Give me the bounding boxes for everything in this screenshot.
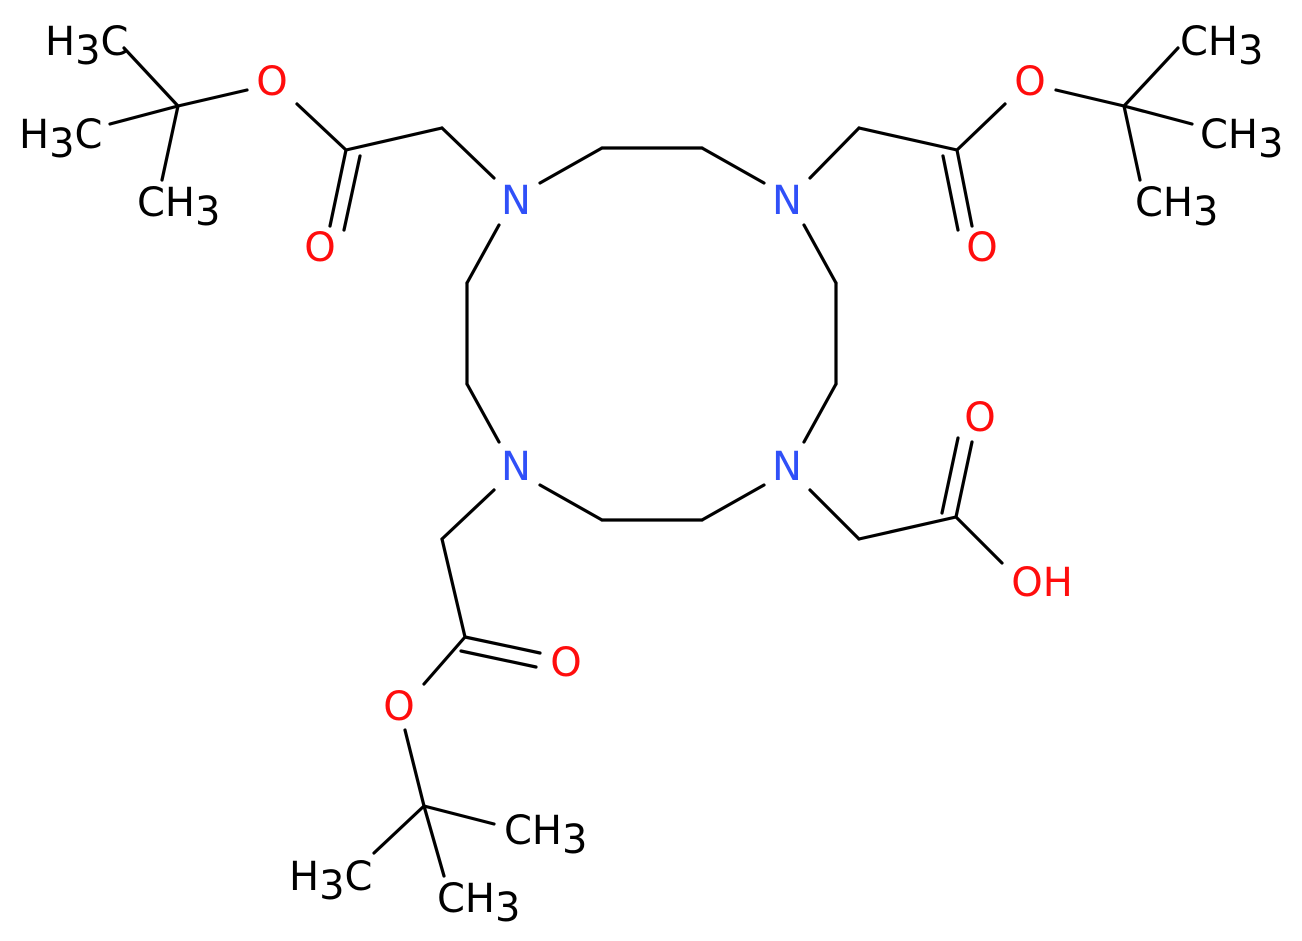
bond bbox=[941, 154, 960, 232]
bond bbox=[700, 146, 766, 185]
bond bbox=[176, 88, 249, 108]
bond bbox=[700, 483, 766, 522]
bond bbox=[940, 436, 960, 515]
bond bbox=[328, 148, 348, 228]
bond bbox=[954, 440, 974, 519]
bond bbox=[108, 104, 180, 126]
nitrogen-atom: N bbox=[501, 178, 531, 224]
bond bbox=[465, 223, 501, 285]
bond bbox=[802, 382, 838, 444]
nitrogen-atom: N bbox=[501, 444, 531, 490]
methyl-group: CH3 bbox=[1135, 180, 1218, 235]
methyl-group: CH3 bbox=[1200, 112, 1283, 167]
oxygen-atom: O bbox=[966, 225, 997, 271]
bond bbox=[342, 154, 362, 232]
bond bbox=[808, 488, 861, 541]
bond bbox=[295, 102, 348, 152]
bond bbox=[1054, 88, 1126, 108]
bond bbox=[538, 146, 604, 185]
methyl-group: CH3 bbox=[1180, 19, 1263, 74]
nitrogen-atom: N bbox=[772, 444, 802, 490]
bond bbox=[857, 126, 959, 152]
bond bbox=[955, 102, 1007, 152]
bond bbox=[344, 126, 444, 152]
bond bbox=[422, 635, 467, 686]
methyl-group: H3C bbox=[19, 112, 102, 167]
bond bbox=[440, 126, 496, 180]
bond bbox=[1122, 104, 1142, 182]
bond bbox=[808, 126, 861, 180]
bond bbox=[440, 488, 496, 541]
bond bbox=[802, 223, 838, 285]
oxygen-atom: O bbox=[304, 225, 335, 271]
bond bbox=[160, 104, 180, 182]
atom-labels: N N N N O O O O O O O OH H3C H3C CH3 CH3… bbox=[19, 19, 1283, 931]
bond bbox=[1122, 46, 1180, 108]
bond bbox=[954, 515, 1004, 565]
oxygen-atom: O bbox=[550, 640, 581, 686]
oxygen-atom: O bbox=[383, 684, 414, 730]
bond bbox=[403, 728, 426, 808]
bond bbox=[459, 649, 538, 669]
bond bbox=[463, 635, 542, 655]
oxygen-atom: O bbox=[256, 59, 287, 105]
methyl-group: H3C bbox=[289, 854, 372, 909]
bond bbox=[1122, 104, 1194, 126]
methyl-group: CH3 bbox=[437, 876, 520, 931]
oxygen-atom: O bbox=[964, 395, 995, 441]
oxygen-atom: O bbox=[1014, 59, 1045, 105]
bond bbox=[440, 537, 467, 639]
bond bbox=[122, 46, 180, 108]
bond bbox=[465, 382, 501, 444]
methyl-group: H3C bbox=[45, 19, 128, 74]
bonds bbox=[108, 46, 1194, 878]
hydroxyl-group: OH bbox=[1011, 560, 1073, 606]
bond bbox=[955, 148, 974, 228]
methyl-group: CH3 bbox=[137, 180, 220, 235]
methyl-group: CH3 bbox=[504, 808, 587, 863]
bond bbox=[422, 804, 446, 878]
bond bbox=[372, 804, 426, 855]
bond bbox=[857, 515, 958, 541]
bond bbox=[422, 804, 496, 826]
bond bbox=[538, 483, 604, 522]
nitrogen-atom: N bbox=[772, 178, 802, 224]
